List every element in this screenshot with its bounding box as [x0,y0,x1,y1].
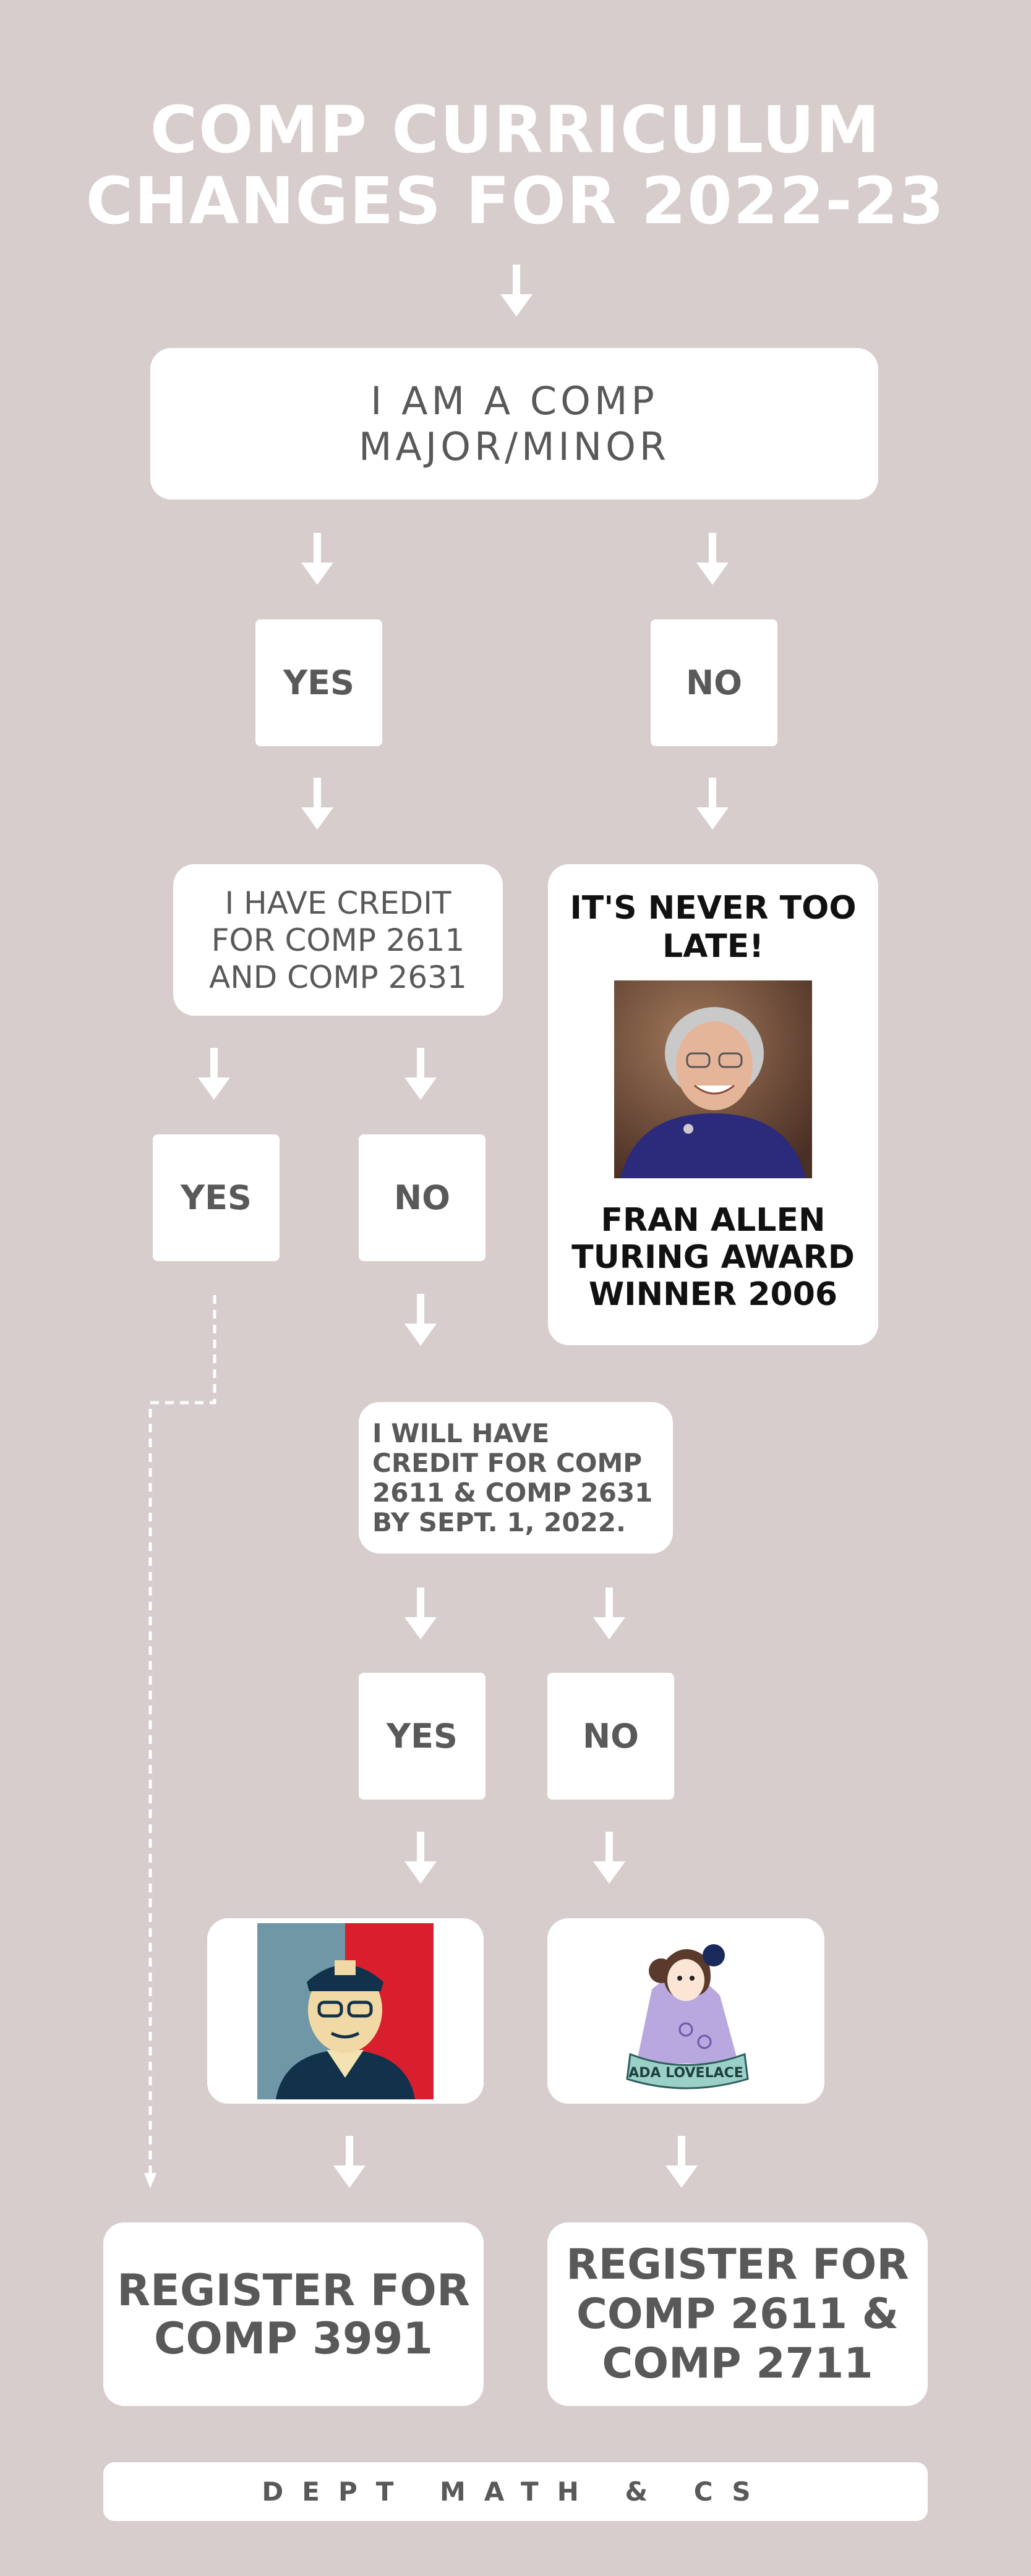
arrow-down-icon [402,1294,439,1347]
result-right-line-2: COMP 2611 & [576,2289,899,2339]
never-too-late-heading-line-1: IT'S NEVER TOO [570,890,857,927]
question-will-have-line-4: BY SEPT. 1, 2022. [372,1507,626,1537]
arrow-down-icon [331,2136,368,2189]
answer-yes-credit[interactable]: YES [153,1134,280,1261]
question-will-have-line-3: 2611 & COMP 2631 [372,1477,653,1508]
page-title-line-1: COMP CURRICULUM [150,92,881,168]
arrow-down-icon [402,1048,439,1101]
arrow-down-icon [591,1832,628,1885]
dashed-connector [144,1295,216,2188]
question-will-have-card: I WILL HAVE CREDIT FOR COMP 2611 & COMP … [359,1402,673,1554]
page-title-line-2: CHANGES FOR 2022-23 [85,163,946,239]
answer-no-will-have[interactable]: NO [547,1673,674,1800]
fran-allen-caption: FRAN ALLEN TURING AWARD WINNER 2006 [571,1202,855,1313]
ada-lovelace-banner-label: ADA LOVELACE [628,2065,743,2081]
result-left-line-2: COMP 3991 [153,2313,434,2364]
fran-allen-caption-line-3: WINNER 2006 [588,1276,838,1313]
answer-no-credit[interactable]: NO [359,1134,486,1261]
never-too-late-heading-line-2: LATE! [662,928,764,965]
fran-allen-caption-line-1: FRAN ALLEN [601,1202,826,1239]
result-right-line-3: COMP 2711 [602,2339,873,2388]
ada-lovelace-card: ADA LOVELACE [547,1918,824,2104]
question-major-line-2: MAJOR/MINOR [359,423,670,469]
question-will-have-line-2: CREDIT FOR COMP [372,1447,643,1478]
result-register-3991[interactable]: REGISTER FOR COMP 3991 [103,2222,484,2406]
question-will-have-line-1: I WILL HAVE [372,1418,550,1448]
ada-lovelace-illustration [626,1944,749,2089]
arrow-down-icon [195,1048,233,1101]
question-major-line-1: I AM A COMP [370,378,658,423]
arrow-down-icon [299,533,336,586]
answer-yes-major[interactable]: YES [255,619,382,746]
fran-allen-photo [614,980,812,1178]
answer-no-major[interactable]: NO [651,619,777,746]
arrow-down-icon [299,778,336,831]
question-credit-card: I HAVE CREDIT FOR COMP 2611 AND COMP 263… [173,864,503,1016]
footer-label: DEPT MATH & CS [262,2476,769,2507]
arrow-down-icon [694,533,731,586]
arrow-down-icon [402,1832,439,1885]
arrow-down-icon [663,2136,700,2189]
question-credit-line-2: FOR COMP 2611 [211,922,465,958]
grace-hopper-poster [257,1923,434,2099]
footer-bar: DEPT MATH & CS [103,2462,928,2521]
answer-yes-will-have[interactable]: YES [359,1673,486,1800]
never-too-late-heading: IT'S NEVER TOO LATE! [570,889,856,966]
arrow-down-icon [402,1588,439,1641]
arrow-down-icon [694,778,731,831]
result-register-2611-2711[interactable]: REGISTER FOR COMP 2611 & COMP 2711 [547,2222,928,2406]
arrow-down-icon [591,1588,628,1641]
fran-allen-caption-line-2: TURING AWARD [571,1239,855,1276]
result-right-line-1: REGISTER FOR [566,2240,909,2289]
never-too-late-card: IT'S NEVER TOO LATE! FRAN ALLEN TURING A… [548,864,878,1345]
question-credit-line-3: AND COMP 2631 [209,959,467,995]
grace-hopper-card [207,1918,484,2104]
arrow-down-icon [498,265,535,318]
result-left-line-1: REGISTER FOR [117,2264,470,2316]
question-credit-line-1: I HAVE CREDIT [225,885,451,921]
question-major-card: I AM A COMP MAJOR/MINOR [150,348,878,499]
